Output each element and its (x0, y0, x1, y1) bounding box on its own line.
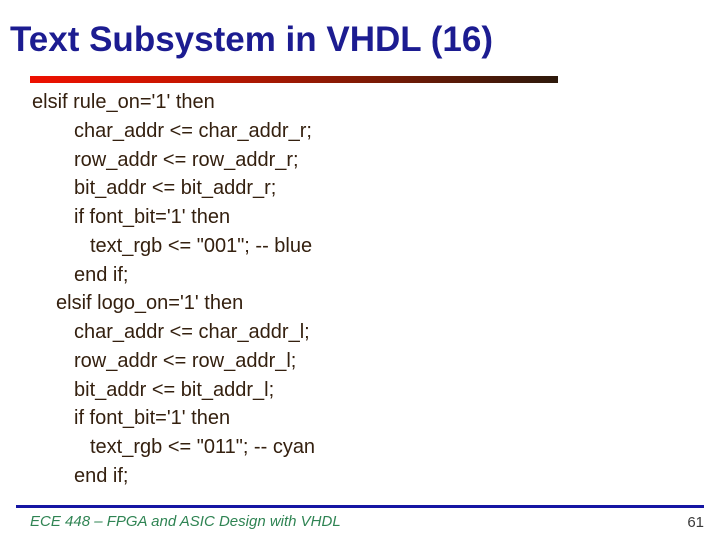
code-line: char_addr <= char_addr_l; (74, 321, 310, 343)
footer-page-number: 61 (687, 514, 704, 531)
code-line: row_addr <= row_addr_r; (74, 148, 299, 171)
code-line: bit_addr <= bit_addr_r; (74, 177, 277, 200)
code-line: row_addr <= row_addr_l; (74, 349, 297, 372)
slide-title: Text Subsystem in VHDL (16) (10, 20, 493, 59)
code-line: text_rgb <= "011"; -- cyan (90, 436, 316, 458)
footer-rule (16, 505, 704, 508)
code-block: elsif rule_on='1' then char_addr <= char_… (0, 88, 720, 491)
code-line: if font_bit='1' then (74, 407, 231, 430)
code-line: end if; (74, 464, 129, 487)
code-line: bit_addr <= bit_addr_l; (74, 378, 275, 401)
title-divider-bar (30, 76, 558, 83)
code-line: char_addr <= char_addr_r; (74, 119, 312, 142)
footer-course-label: ECE 448 – FPGA and ASIC Design with VHDL (30, 513, 341, 530)
code-line: elsif logo_on='1' then (56, 292, 244, 315)
code-line: end if; (74, 263, 129, 286)
code-line: if font_bit='1' then (74, 206, 231, 228)
code-line: text_rgb <= "001"; -- blue (90, 234, 313, 257)
code-line: elsif rule_on='1' then (32, 91, 215, 113)
